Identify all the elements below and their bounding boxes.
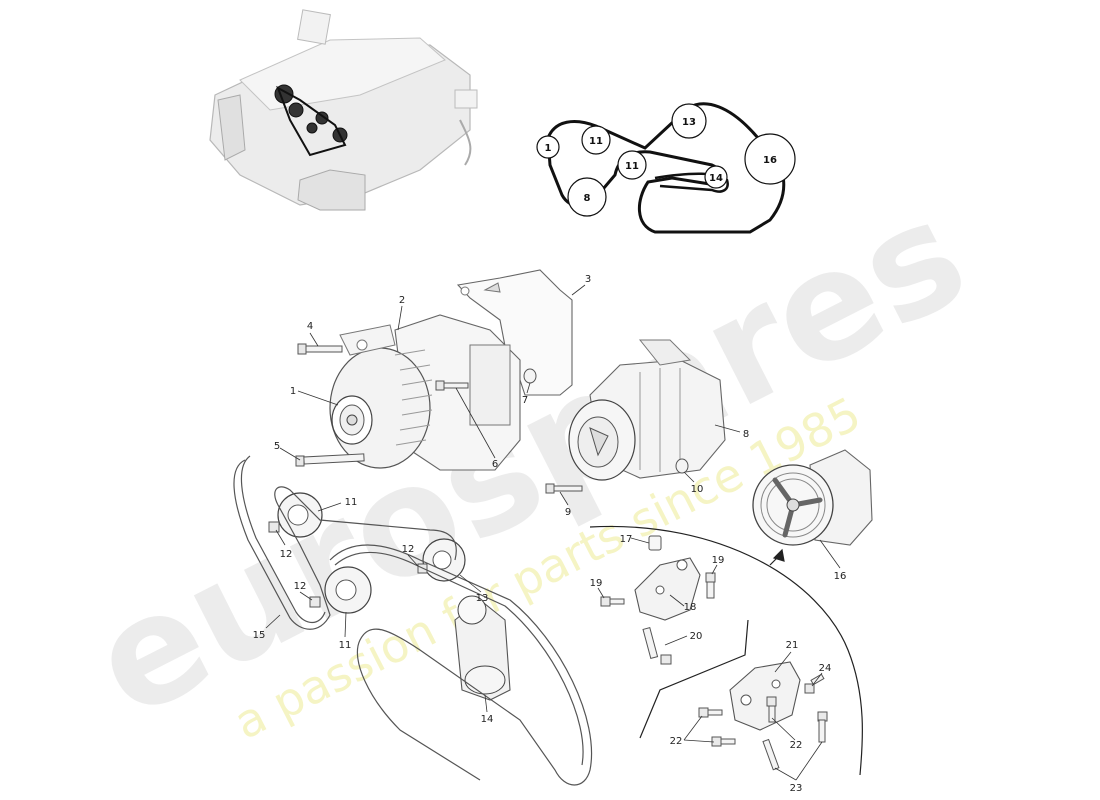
routing-pulley-label: 16: [763, 155, 777, 166]
callout-19-right: 19: [712, 555, 725, 566]
ac-compressor: [568, 339, 726, 481]
callout-labels: 1 2 3 4 5 6 7 8 9 10 11 11 11 12 12 12 1…: [253, 274, 847, 794]
routing-pulley-label: 8: [584, 193, 591, 204]
compressor-spacer: [675, 458, 689, 474]
drive-belt-short: [233, 455, 457, 630]
callout-22-left: 22: [670, 736, 683, 747]
callout-12-left: 12: [280, 549, 293, 560]
alternator: [329, 314, 521, 471]
tensioner-pulley: [417, 538, 466, 582]
callout-13: 13: [476, 593, 489, 604]
bracket-bolt-right: [705, 572, 716, 599]
pump-bracket-bolt-b: [711, 736, 736, 747]
belt-routing-schematic: 1 11 13 16 11 14 8: [536, 102, 796, 234]
callout-4: 4: [307, 321, 313, 332]
idler-pulley-lower: [309, 566, 372, 614]
routing-pulley-label: 13: [682, 117, 696, 128]
routing-pulley-14: 14: [704, 165, 728, 189]
mount-bushing: [648, 535, 662, 551]
callout-7: 7: [522, 395, 528, 406]
belt-tensioner: [454, 595, 511, 701]
callout-23: 23: [790, 783, 803, 794]
routing-pulley-8: 8: [567, 177, 607, 217]
routing-pulley-label: 1: [545, 143, 552, 154]
detail-section-divider: [589, 525, 864, 776]
routing-pulley-1: 1: [536, 135, 560, 159]
engine-overview-thumbnail: [209, 9, 478, 211]
pump-bracket-long-bolt-b: [817, 711, 828, 743]
alternator-bolt-lower: [295, 453, 365, 467]
callout-19-left: 19: [590, 578, 603, 589]
pump-bracket-long-bolt-a: [762, 738, 780, 771]
callout-3: 3: [585, 274, 591, 285]
callout-17: 17: [620, 534, 633, 545]
callout-8: 8: [743, 429, 749, 440]
routing-pulley-11-lower: 11: [617, 150, 647, 180]
routing-pulley-label: 11: [625, 161, 639, 172]
callout-11-middle: 11: [339, 640, 352, 651]
callout-9: 9: [565, 507, 571, 518]
alternator-bolt-upper: [297, 343, 343, 355]
callout-14: 14: [481, 714, 494, 725]
callout-24: 24: [819, 663, 832, 674]
callout-22-right: 22: [790, 740, 803, 751]
bracket-bolt-left: [600, 596, 625, 607]
routing-pulley-11-upper: 11: [581, 125, 611, 155]
pump-bracket-bolt-c: [766, 696, 777, 723]
bracket-spacer: [523, 368, 537, 384]
drive-belt-long: [329, 544, 593, 786]
callout-1: 1: [290, 386, 296, 397]
routing-pulley-13: 13: [671, 103, 707, 139]
callout-15: 15: [253, 630, 266, 641]
pump-bracket: [729, 661, 801, 731]
callout-12-mid: 12: [294, 581, 307, 592]
callout-leaders: [265, 284, 841, 781]
pump-bracket-stud: [804, 673, 825, 694]
callout-11-upper: 11: [345, 497, 358, 508]
callout-12-right: 12: [402, 544, 415, 555]
callout-10: 10: [691, 484, 704, 495]
power-steering-pump: [752, 449, 873, 546]
routing-pulley-16: 16: [744, 133, 796, 185]
callout-16: 16: [834, 571, 847, 582]
callout-21: 21: [786, 640, 799, 651]
callout-2: 2: [399, 295, 405, 306]
bracket-long-bolt: [642, 627, 672, 665]
callout-18: 18: [684, 602, 697, 613]
callout-20: 20: [690, 631, 703, 642]
mounting-bracket: [456, 269, 573, 396]
compressor-bolt: [545, 483, 583, 494]
pump-bracket-bolt-a: [698, 707, 723, 718]
callout-6: 6: [492, 459, 498, 470]
tensioner-mount-bracket: [634, 557, 701, 621]
routing-pulley-label: 14: [709, 173, 723, 184]
callout-5: 5: [274, 441, 280, 452]
routing-pulley-label: 11: [589, 136, 603, 147]
